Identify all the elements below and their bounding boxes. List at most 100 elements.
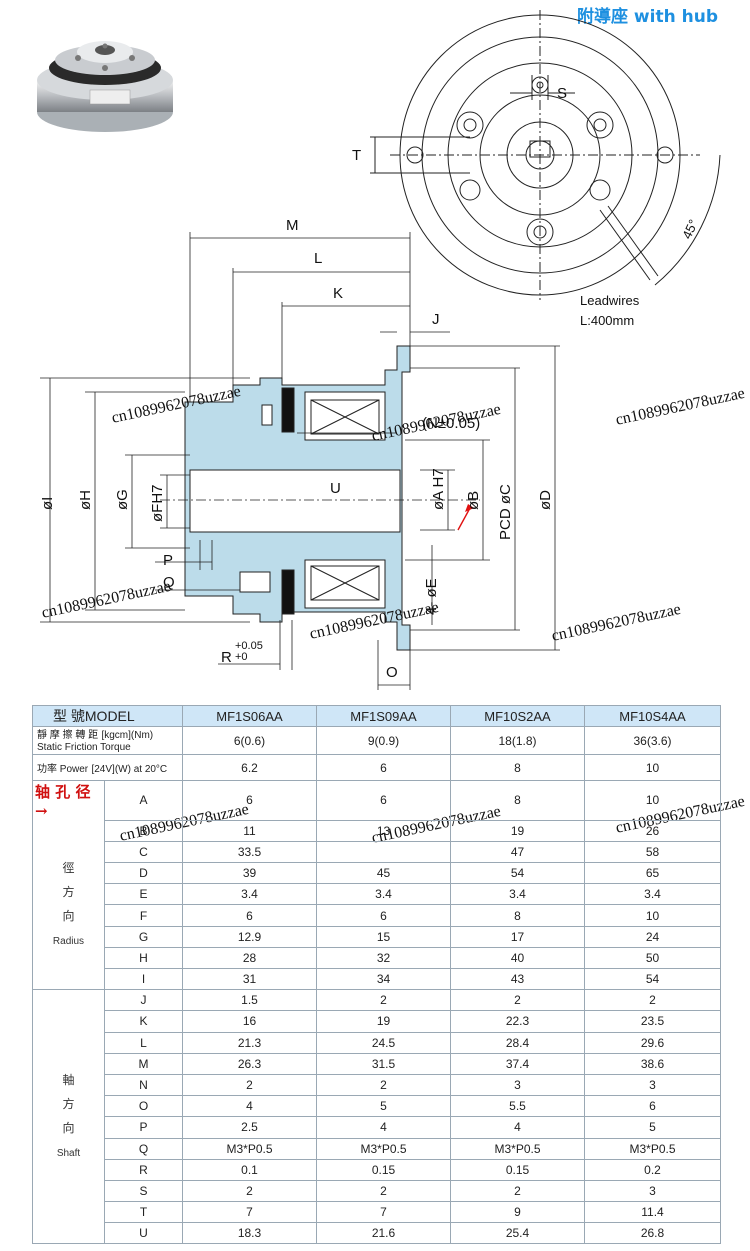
- table-cell: 2: [182, 1179, 317, 1203]
- table-cell: 4: [450, 1116, 585, 1139]
- table-cell: M3*P0.5: [316, 1137, 451, 1160]
- table-cell: 1.5: [182, 989, 317, 1012]
- table-cell: 29.6: [584, 1031, 721, 1054]
- product-photo: [37, 41, 173, 132]
- dim-r-tol-zero: +0: [235, 651, 248, 663]
- table-cell: 23.5: [584, 1010, 721, 1033]
- table-cell: 19: [450, 819, 585, 842]
- model-name: MF10S2AA: [450, 704, 585, 728]
- angle-label: 45°: [679, 217, 701, 241]
- table-cell: 3.4: [182, 883, 317, 906]
- radius-label-cn: 向: [62, 908, 75, 923]
- table-cell: 2: [450, 1179, 585, 1203]
- torque-label-en: Static Friction Torque: [37, 741, 131, 753]
- table-cell: 6: [316, 754, 451, 782]
- power-label: 功率 Power: [37, 764, 89, 776]
- table-cell: 19: [316, 1010, 451, 1033]
- table-cell: 12.9: [182, 925, 317, 948]
- model-name: MF10S4AA: [584, 704, 721, 728]
- table-cell: 2: [584, 989, 721, 1012]
- dim-key: R: [104, 1158, 183, 1181]
- table-cell: 5: [584, 1116, 721, 1139]
- table-row: N 2 2 3 3: [33, 1073, 721, 1097]
- radius-label-en: Radius: [52, 935, 85, 947]
- table-cell: 43: [450, 967, 585, 991]
- shaft-label-cn: 方: [62, 1096, 75, 1111]
- table-cell: 5.5: [450, 1095, 585, 1118]
- table-cell: 36(3.6): [584, 726, 721, 756]
- dim-n-label: (N±0.05): [422, 415, 480, 432]
- dim-key: T: [104, 1201, 183, 1224]
- table-row: C 33.5 47 58: [33, 840, 721, 864]
- table-cell: 28.4: [450, 1031, 585, 1054]
- dim-h-label: øH: [77, 490, 94, 510]
- table-cell: 6(0.6): [182, 726, 317, 756]
- model-name: MF1S06AA: [182, 704, 317, 728]
- table-cell: [316, 840, 451, 864]
- dim-j-label: J: [432, 311, 440, 328]
- table-cell: 58: [584, 840, 721, 864]
- torque-label-cell: 靜 摩 擦 轉 距 [kgcm](Nm) Static Friction Tor…: [32, 726, 183, 756]
- table-cell: 54: [450, 862, 585, 885]
- table-row: P 2.5 4 4 5: [33, 1116, 721, 1139]
- table-cell: 2: [182, 1073, 317, 1097]
- dim-key: C: [104, 840, 183, 864]
- dim-k-label: K: [333, 285, 343, 302]
- table-cell: 8: [450, 904, 585, 927]
- table-cell: 3: [584, 1073, 721, 1097]
- table-cell: 0.1: [182, 1158, 317, 1181]
- dim-key: F: [104, 904, 183, 927]
- dim-key: B: [104, 819, 183, 842]
- dim-d-label: øD: [537, 490, 554, 510]
- dim-key: A: [104, 780, 183, 821]
- table-cell: 40: [450, 946, 585, 970]
- table-cell: 31: [182, 967, 317, 991]
- table-cell: 3.4: [316, 883, 451, 906]
- dim-p-label: P: [163, 552, 173, 569]
- table-row: M 26.3 31.5 37.4 38.6: [33, 1052, 721, 1075]
- table-cell: 10: [584, 904, 721, 927]
- leadwires-label: Leadwires: [580, 293, 640, 308]
- table-cell: 50: [584, 946, 721, 970]
- table-row: K 16 19 22.3 23.5: [33, 1010, 721, 1033]
- table-row: R 0.1 0.15 0.15 0.2: [33, 1158, 721, 1181]
- table-cell: 2: [316, 1179, 451, 1203]
- dim-key: S: [104, 1179, 183, 1203]
- dim-key: I: [104, 967, 183, 991]
- table-header-row: 型 號MODEL MF1S06AA MF1S09AA MF10S2AA MF10…: [32, 704, 721, 728]
- dim-q-label: Q: [163, 574, 175, 591]
- table-cell: 3: [450, 1073, 585, 1097]
- dim-f-label: øFH7: [149, 485, 166, 523]
- table-cell: 5: [316, 1095, 451, 1118]
- table-row: T 7 7 9 11.4: [33, 1201, 721, 1224]
- table-cell: 24: [584, 925, 721, 948]
- table-cell: 2: [450, 989, 585, 1012]
- table-cell: 2.5: [182, 1116, 317, 1139]
- dim-i-label: øI: [39, 497, 56, 510]
- dim-key: E: [104, 883, 183, 906]
- table-cell: 47: [450, 840, 585, 864]
- radius-label-cn: 徑: [62, 860, 75, 875]
- power-label-unit: [24V](W) at 20°C: [91, 764, 168, 776]
- table-cell: 9: [450, 1201, 585, 1224]
- table-row: U 18.3 21.6 25.4 26.8: [33, 1222, 721, 1245]
- radius-category: 徑 方 向 Radius: [32, 820, 105, 991]
- table-row: L 21.3 24.5 28.4 29.6: [33, 1031, 721, 1054]
- table-cell: 0.15: [316, 1158, 451, 1181]
- table-cell: 8: [450, 754, 585, 782]
- table-cell: 22.3: [450, 1010, 585, 1033]
- table-cell: 17: [450, 925, 585, 948]
- model-name: MF1S09AA: [316, 704, 451, 728]
- dim-key: P: [104, 1116, 183, 1139]
- table-cell: 65: [584, 862, 721, 885]
- table-cell: 6: [316, 904, 451, 927]
- bore-label: 轴 孔 径 →: [32, 780, 105, 821]
- table-cell: 3.4: [584, 883, 721, 906]
- torque-label-unit: [kgcm](Nm): [101, 729, 154, 741]
- table-row: F 6 6 8 10: [33, 904, 721, 927]
- table-row: 功率 Power [24V](W) at 20°C 6.2 6 8 10: [32, 754, 721, 782]
- shaft-label-en: Shaft: [56, 1147, 81, 1159]
- table-row: G 12.9 15 17 24: [33, 925, 721, 948]
- table-cell: 18.3: [182, 1222, 317, 1245]
- dim-e-label: 4- øE: [423, 578, 440, 615]
